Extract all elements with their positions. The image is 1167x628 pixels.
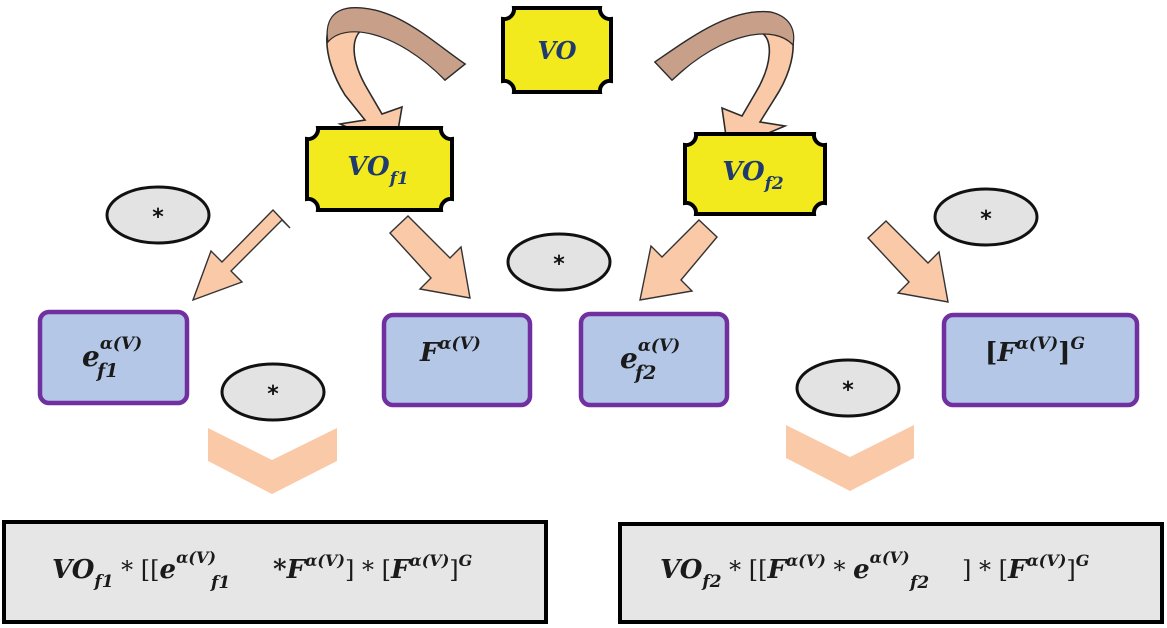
- arrow-to-e-f2-shape: [639, 219, 718, 301]
- arrow-to-f-alpha-g: [867, 220, 949, 303]
- node-f-alpha-g-box: [941, 312, 1140, 408]
- operator-ellipse-3-shape: [933, 187, 1039, 247]
- operator-ellipse-5: *: [795, 358, 901, 418]
- node-e-f1-label: eα(V)f1: [82, 334, 142, 382]
- operator-ellipse-3-label: *: [980, 207, 992, 232]
- formula-box-left-bg: [2, 520, 548, 624]
- formula-left-text: VOf1 * [[eα(V)f1*Fα(V)] * [Fα(V)]G: [52, 548, 472, 593]
- operator-ellipse-1-label: *: [152, 205, 164, 230]
- node-e-f2: eα(V)f2: [578, 311, 730, 408]
- operator-ellipse-1-shape: [105, 185, 211, 245]
- operator-ellipse-4-shape: [220, 362, 326, 422]
- node-vo-f1-label: VOf1: [347, 152, 409, 189]
- operator-ellipse-1: *: [105, 185, 211, 245]
- node-vo-f2-label: VOf2: [722, 157, 784, 194]
- node-e-f2-label: eα(V)f2: [620, 336, 680, 384]
- formula-box-left: VOf1 * [[eα(V)f1*Fα(V)] * [Fα(V)]G: [2, 520, 548, 624]
- arrow-to-f-alpha-g-shape: [867, 220, 949, 303]
- node-vo: VO: [501, 6, 613, 94]
- operator-ellipse-2-shape: [506, 232, 612, 292]
- node-vo-f2-box: [683, 132, 827, 216]
- arrow-to-f-alpha: [389, 215, 471, 299]
- curved-arrow-left-shade: [326, 7, 467, 81]
- node-f-alpha-g-label: [Fα(V)]G: [985, 334, 1085, 368]
- operator-ellipse-2: *: [506, 232, 612, 292]
- node-vo-f1-box: [305, 126, 454, 212]
- operator-ellipse-5-shape: [795, 358, 901, 418]
- operator-ellipse-4: *: [220, 362, 326, 422]
- arrow-to-f-alpha-shape: [389, 215, 471, 299]
- node-e-f1-box: [37, 309, 190, 406]
- chevron-right: [786, 425, 914, 491]
- node-e-f1: eα(V)f1: [37, 309, 190, 406]
- curved-arrow-right-shade: [654, 11, 795, 81]
- node-f-alpha-label: Fα(V): [419, 334, 481, 368]
- operator-ellipse-5-label: *: [842, 378, 854, 403]
- formula-box-right: VOf2 * [[Fα(V) * eα(V)f2] * [Fα(V)]G: [618, 522, 1164, 624]
- arrow-to-e-f1: [191, 208, 291, 302]
- chevron-left: [208, 428, 337, 494]
- formula-right-text: VOf2 * [[Fα(V) * eα(V)f2] * [Fα(V)]G: [660, 548, 1089, 593]
- node-vo-box: [501, 6, 613, 94]
- operator-ellipse-3: *: [933, 187, 1039, 247]
- curved-arrow-right: [653, 10, 795, 152]
- node-vo-f2: VOf2: [683, 132, 827, 216]
- node-f-alpha-box: [381, 312, 533, 408]
- formula-box-right-bg: [618, 522, 1164, 624]
- node-vo-label: VO: [537, 36, 576, 65]
- arrow-to-e-f1-shape: [191, 208, 291, 302]
- operator-ellipse-4-label: *: [267, 382, 279, 407]
- arrow-to-e-f2: [639, 219, 718, 301]
- curved-arrow-left: [326, 7, 467, 150]
- node-vo-f1: VOf1: [305, 126, 454, 212]
- node-f-alpha-g: [Fα(V)]G: [941, 312, 1140, 408]
- node-e-f2-box: [578, 311, 730, 408]
- operator-ellipse-2-label: *: [553, 252, 565, 277]
- node-f-alpha: Fα(V): [381, 312, 533, 408]
